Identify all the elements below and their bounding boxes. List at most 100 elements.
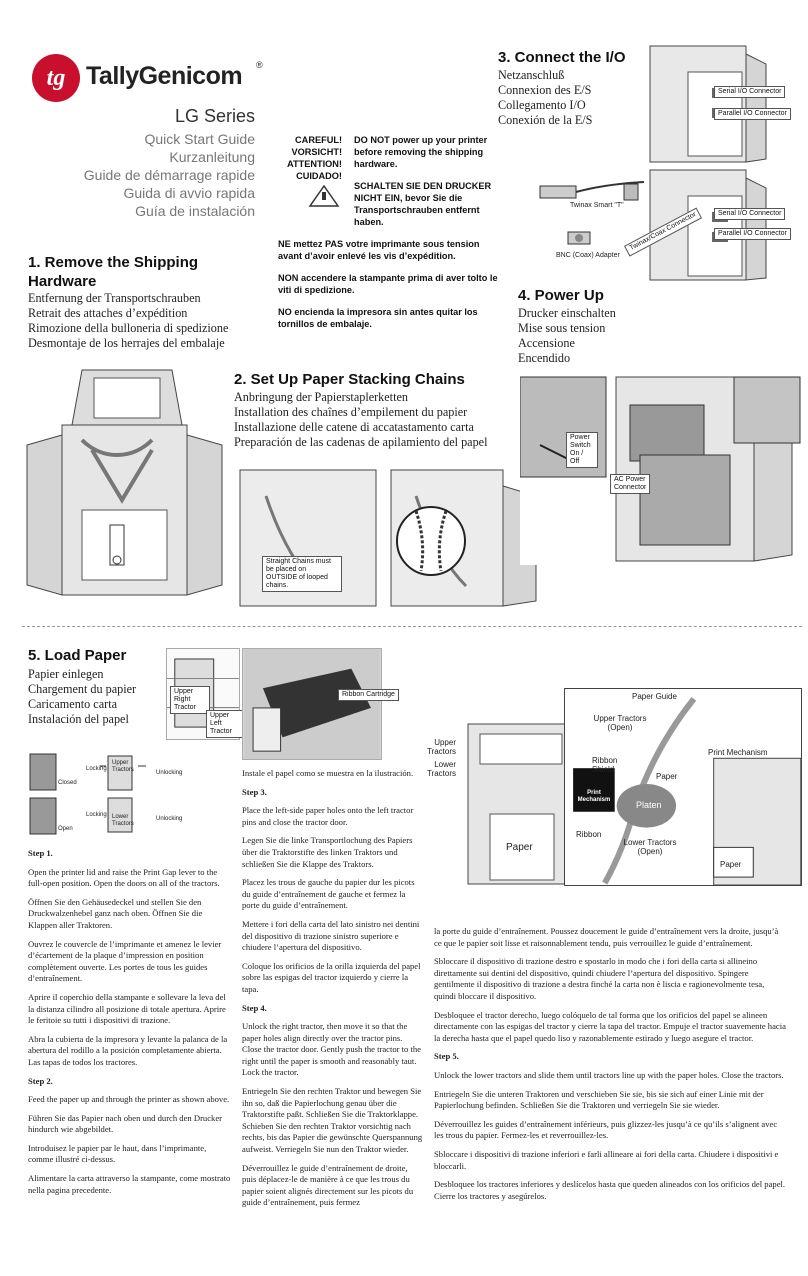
guide-title-de: Kurzanleitung	[169, 149, 255, 165]
step-heading: Step 5.	[434, 1051, 459, 1062]
instruction-paragraph: Unlock the right tractor, then move it s…	[242, 1021, 421, 1078]
section5-line: Instalación del papel	[28, 712, 129, 726]
instruction-paragraph: Alimentare la carta attraverso la stampa…	[28, 1173, 231, 1195]
guide-title-en: Quick Start Guide	[144, 131, 256, 147]
lower-tractors-open-label: Lower Tractors (Open)	[623, 838, 677, 856]
section1-line: Entfernung der Transportschrauben	[28, 291, 201, 305]
instructions-column-1: Step 1. Open the printer lid and raise t…	[28, 848, 233, 1203]
warning-label: CAREFUL!	[295, 135, 342, 145]
brand-name: TallyGenicom	[86, 62, 243, 90]
section5-line: Papier einlegen	[28, 667, 104, 681]
unlocking-label: Unlocking	[156, 770, 183, 776]
warning-text: DO NOT power up your printer before remo…	[278, 134, 498, 330]
section4-line: Drucker einschalten	[518, 306, 616, 320]
paper-label: Paper	[506, 842, 533, 853]
guide-title-it: Guida di avvio rapida	[123, 185, 255, 201]
registered-mark: ®	[256, 60, 263, 70]
warning-label: ATTENTION!	[287, 159, 342, 169]
upper-right-tractor-label: Upper Right Tractor	[170, 686, 210, 714]
section2-line: Preparación de las cadenas de apilamient…	[234, 435, 488, 449]
upper-left-tractor-label: Upper Left Tractor	[206, 710, 244, 738]
ribbon-label: Ribbon	[576, 830, 602, 839]
lower-tractors-small-label: Lower Tractors	[112, 814, 134, 827]
section5-subtitles: Papier einlegen Chargement du papier Car…	[28, 667, 178, 727]
instruction-paragraph: Déverrouillez le guide d’entraînement de…	[242, 1162, 414, 1208]
serial-connector-label: Serial I/O Connector	[714, 86, 786, 98]
section1-title: 1. Remove the Shipping Hardware	[28, 254, 199, 290]
tractor-locking-diagram	[28, 752, 178, 836]
ribbon-cartridge-illustration	[242, 648, 382, 760]
section5-line: Caricamento carta	[28, 697, 117, 711]
instruction-paragraph: Öffnen Sie den Gehäusedeckel und stellen…	[28, 896, 203, 930]
warning-paragraph: SCHALTEN SIE DEN DRUCKER NICHT EIN, bevo…	[354, 181, 492, 227]
instruction-paragraph: Placez les trous de gauche du papier dur…	[242, 877, 415, 911]
step-heading: Step 4.	[242, 1002, 267, 1013]
paper-right-label: Paper	[656, 772, 678, 781]
instruction-paragraph: Coloque los orificios de la orilla izqui…	[242, 960, 421, 994]
guide-title-es: Guía de instalación	[135, 203, 255, 219]
step-heading: Step 2.	[28, 1075, 53, 1086]
parallel-connector-label: Parallel I/O Connector	[714, 108, 791, 120]
instruction-paragraph: la porte du guide d’entraînement. Pousse…	[434, 926, 779, 948]
instruction-paragraph: Instale el papel como se muestra en la i…	[242, 768, 414, 778]
section2-line: Installation des chaînes d’empilement du…	[234, 405, 468, 419]
power-switch-label: Power Switch On / Off	[566, 432, 598, 468]
section5-title: 5. Load Paper	[28, 647, 127, 664]
locking-label-2: Locking	[86, 812, 107, 818]
section2-illustration	[236, 466, 540, 608]
warning-paragraph: NON accendere la stampante prima di aver…	[278, 273, 498, 295]
series-title: LG Series	[174, 106, 255, 126]
instruction-paragraph: Unlock the lower tractors and slide them…	[434, 1069, 784, 1080]
instruction-paragraph: Aprire il coperchio della stampante e so…	[28, 991, 226, 1026]
print-mechanism-box-label: Print Mechanism	[577, 790, 611, 803]
paper-box-label: Paper	[720, 860, 742, 869]
warning-labels: CAREFUL! VORSICHT! ATTENTION! CUIDADO!	[272, 134, 342, 182]
section3-illustration-top	[648, 44, 802, 164]
lower-tractors-label: Lower Tractors	[426, 760, 456, 778]
closed-label: Closed	[58, 780, 77, 786]
stacking-chain-callout: Straight Chains must be placed on OUTSID…	[262, 556, 342, 592]
warning-hand-icon	[306, 182, 342, 208]
open-label: Open	[58, 826, 73, 832]
warning-paragraph: NE mettez PAS votre imprimante sous tens…	[278, 239, 480, 261]
instruction-paragraph: Entriegeln Sie die unteren Traktoren und…	[434, 1088, 764, 1111]
section4-title: 4. Power Up	[518, 287, 604, 304]
upper-tractors-open-label: Upper Tractors (Open)	[593, 714, 647, 732]
section2-subtitles: Anbringung der Papierstaplerketten Insta…	[234, 390, 509, 450]
paper-path-illustration	[460, 714, 584, 894]
section3-title: 3. Connect the I/O	[498, 49, 626, 66]
upper-tractors-label: Upper Tractors	[426, 738, 456, 756]
ac-connector-label: AC Power Connector	[610, 474, 650, 494]
step-heading: Step 3.	[242, 786, 267, 797]
instruction-paragraph: Ouvrez le couvercle de l’imprimante et a…	[28, 938, 222, 984]
instruction-paragraph: Legen Sie die linke Transportlochung des…	[242, 835, 413, 869]
instruction-paragraph: Führen Sie das Papier nach oben und durc…	[28, 1112, 223, 1135]
section3-subtitles: Netzanschluß Connexion des E/S Collegame…	[498, 68, 638, 128]
instruction-paragraph: Sbloccare i dispositivi di trazione infe…	[434, 1148, 779, 1171]
instruction-paragraph: Mettere i fori della carta del lato sini…	[242, 918, 420, 953]
warning-label: VORSICHT!	[291, 147, 342, 157]
twinax-label: Twinax Smart "T"	[570, 202, 624, 209]
section4-illustration	[520, 375, 802, 565]
section2-title: 2. Set Up Paper Stacking Chains	[234, 371, 465, 388]
print-mechanism-label: Print Mechanism	[708, 748, 768, 757]
instruction-paragraph: Open the printer lid and raise the Print…	[28, 866, 220, 889]
warning-paragraph: DO NOT power up your printer before remo…	[354, 135, 488, 169]
section1-line: Retrait des attaches d’expédition	[28, 306, 188, 320]
section4-line: Encendido	[518, 351, 571, 365]
unlocking-label-2: Unlocking	[156, 816, 183, 822]
paper-guide-label: Paper Guide	[632, 692, 677, 701]
brand-logo: tg TallyGenicom ®	[30, 52, 270, 104]
section3-line: Collegamento I/O	[498, 98, 586, 112]
section3-line: Netzanschluß	[498, 68, 565, 82]
ribbon-cartridge-label: Ribbon Cartridge	[338, 689, 399, 701]
step-heading: Step 1.	[28, 848, 53, 858]
section2-line: Installazione delle catene di accatastam…	[234, 420, 474, 434]
svg-text:tg: tg	[47, 65, 66, 91]
instruction-paragraph: Abra la cubierta de la impresora y levan…	[28, 1033, 228, 1067]
section-divider	[22, 626, 802, 627]
section1-illustration	[22, 350, 227, 608]
section2-line: Anbringung der Papierstaplerketten	[234, 390, 408, 404]
section1-line: Rimozione della bulloneria di spedizione	[28, 321, 229, 335]
tallygenicom-logo-icon: tg	[32, 54, 80, 102]
